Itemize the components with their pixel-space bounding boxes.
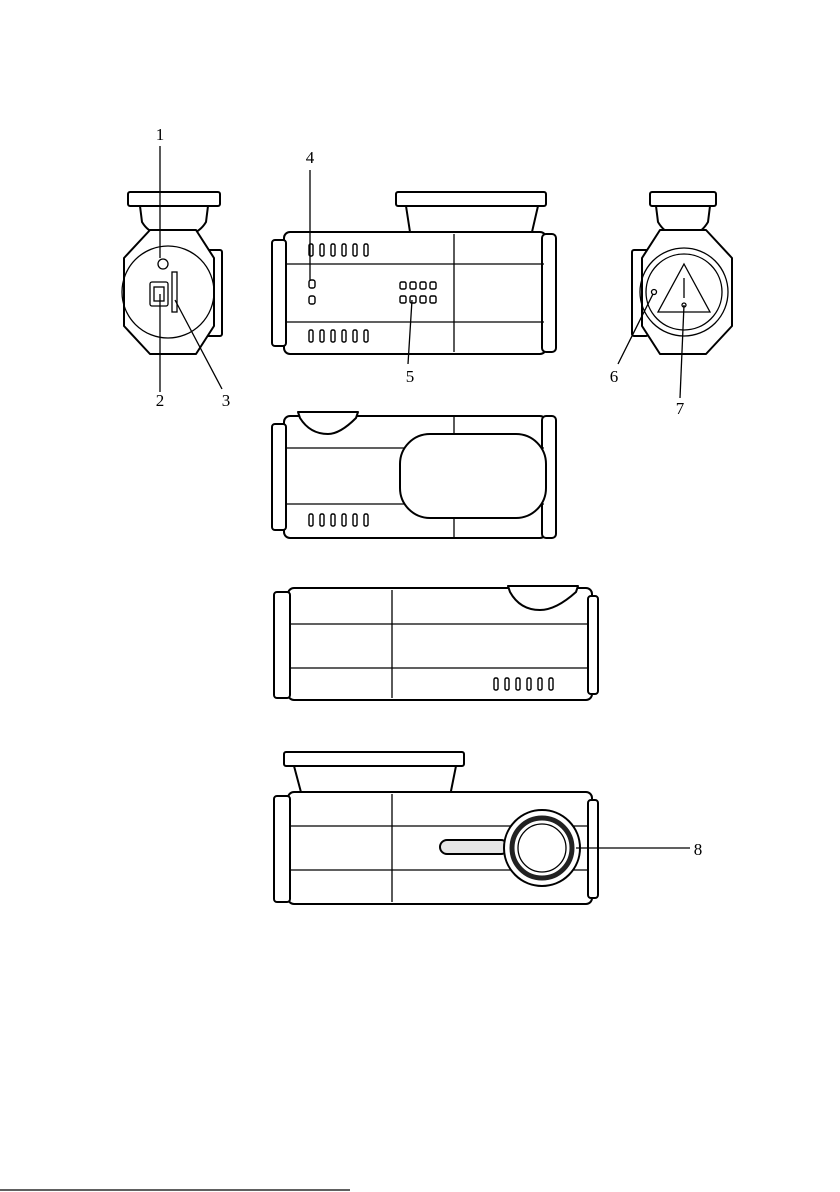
view-right-side [632, 192, 732, 354]
callout-1: 1 [156, 125, 165, 144]
callout-6: 6 [610, 367, 619, 386]
callout-4: 4 [306, 148, 315, 167]
led-indicator-2 [309, 296, 315, 304]
grip-slot [440, 840, 508, 854]
callout-5: 5 [406, 367, 415, 386]
callout-7: 7 [676, 399, 685, 418]
view-left-side [122, 192, 222, 354]
view-rear [274, 586, 598, 700]
view-top [272, 192, 556, 354]
view-bottom [272, 412, 556, 538]
led-indicator-1 [309, 280, 315, 288]
callout-8: 8 [694, 840, 703, 859]
camera-lens [504, 810, 580, 886]
callout-3: 3 [222, 391, 231, 410]
callout-2: 2 [156, 391, 165, 410]
view-front [274, 752, 598, 904]
